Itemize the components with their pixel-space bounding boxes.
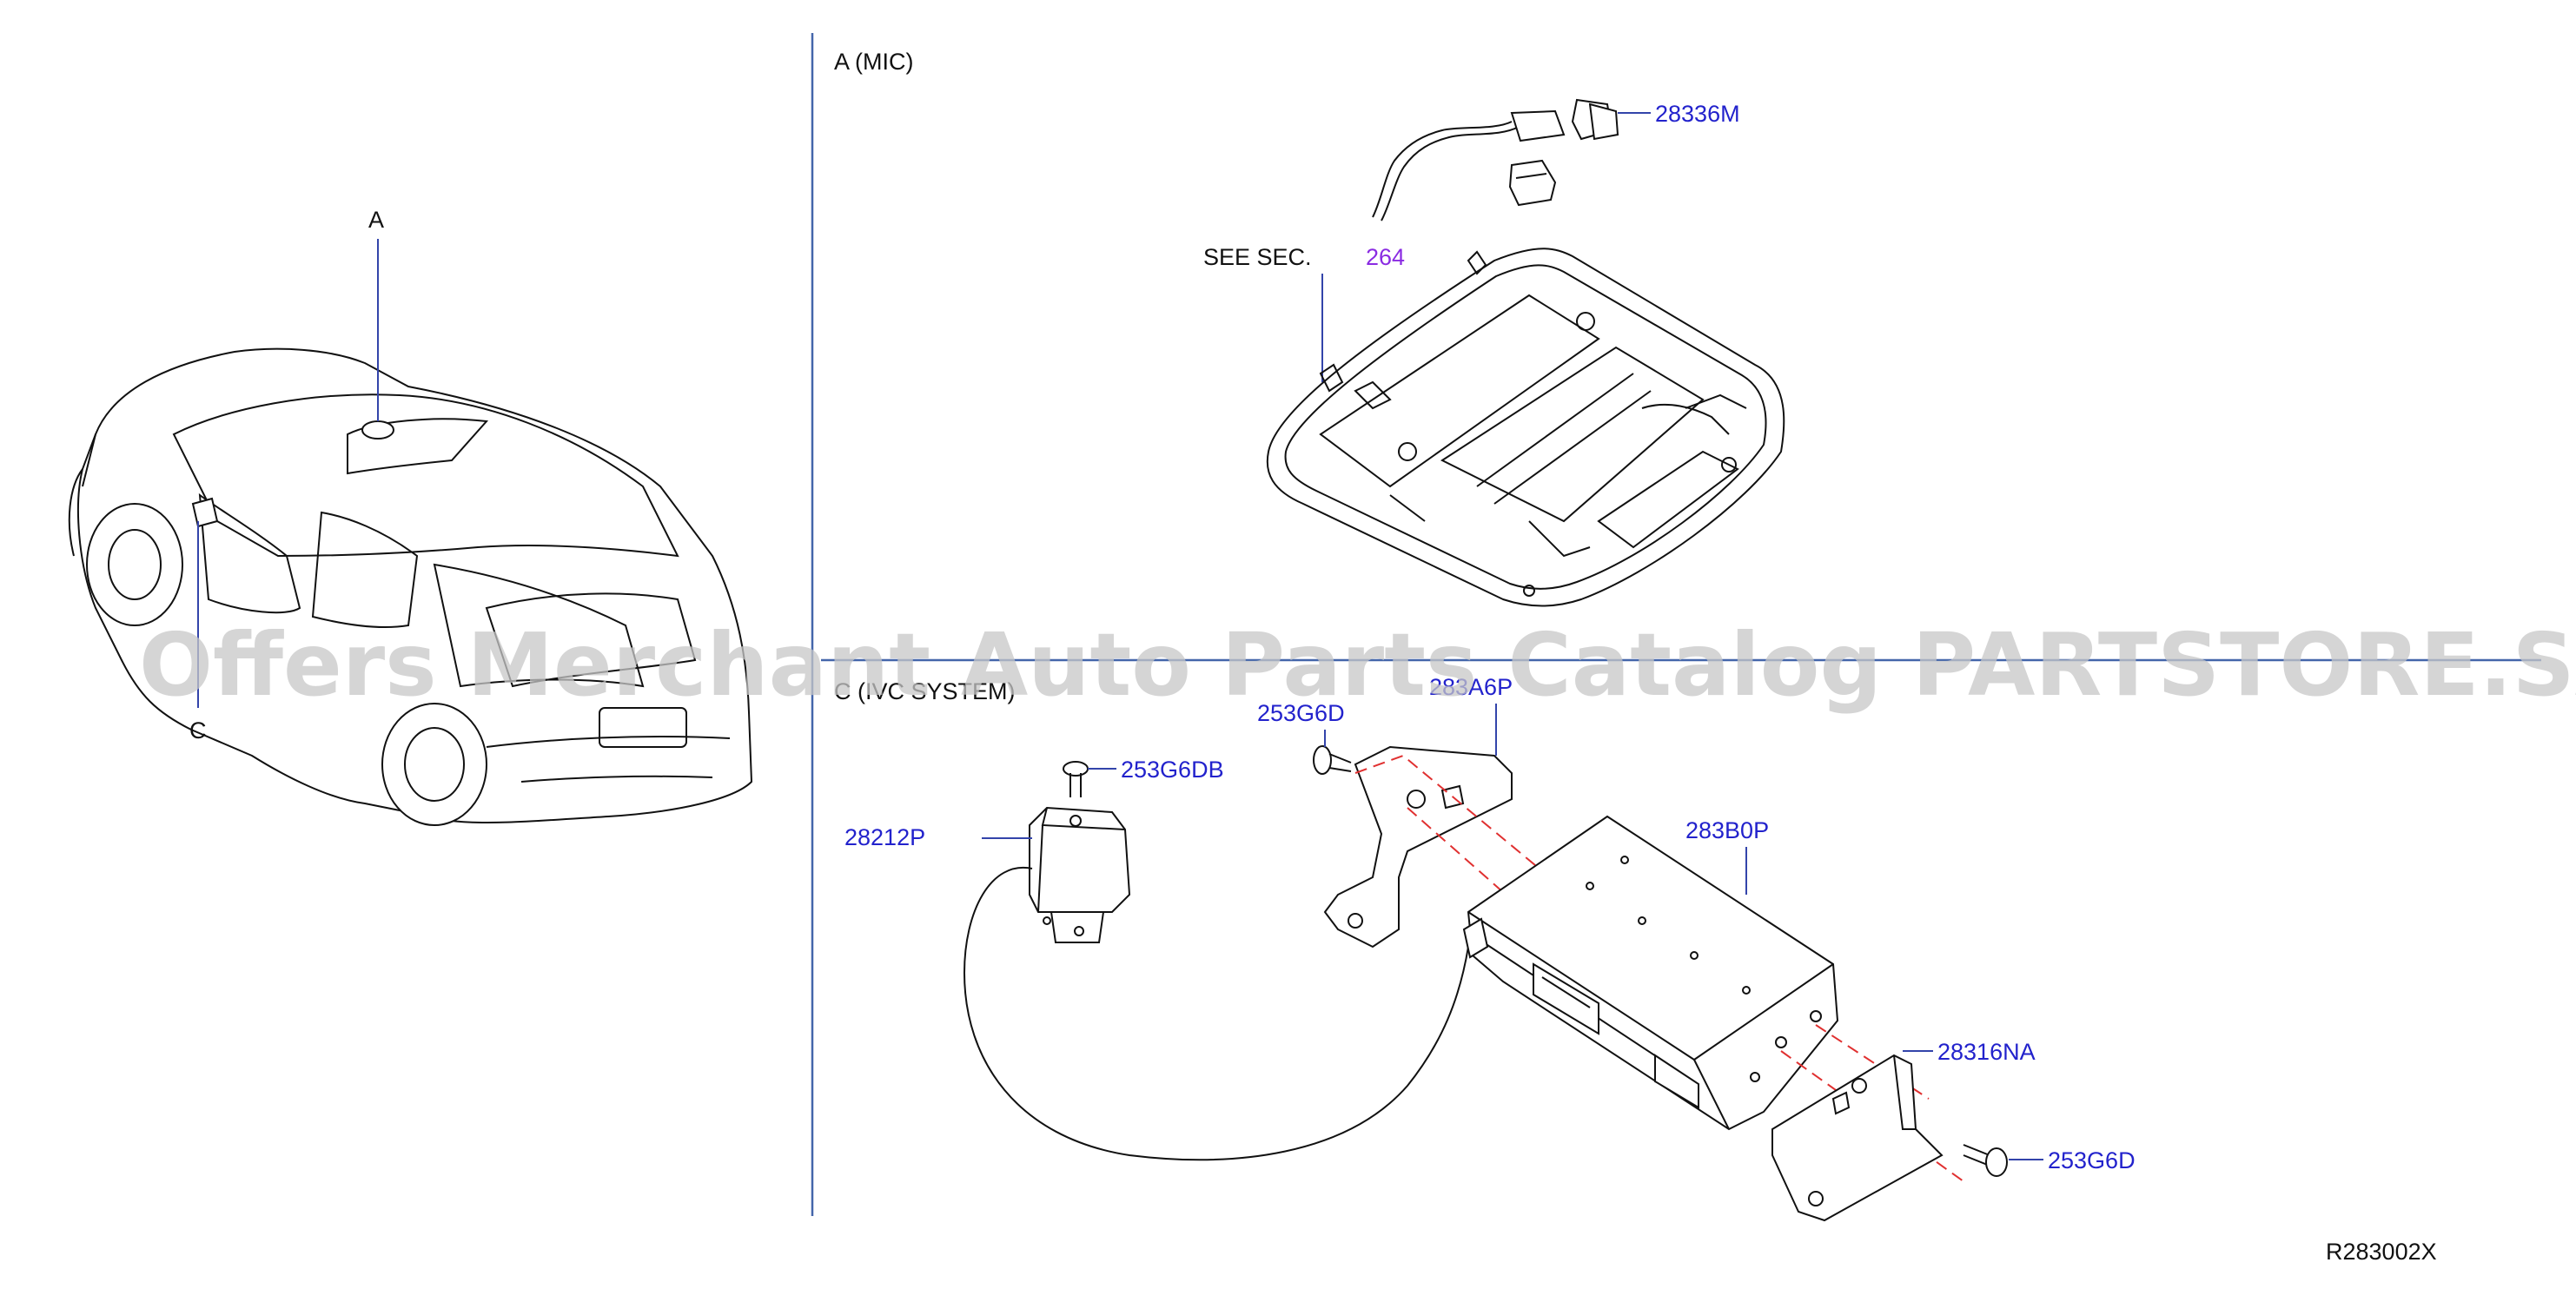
part-253G6D-bottom-label: 253G6D [2048,1147,2136,1173]
camera-cable [963,866,1469,1161]
watermark-text: Offers Merchant Auto Parts Catalog PARTS… [139,614,2576,716]
section-c-title: C (IVC SYSTEM) [834,678,1016,704]
bracket-screw-top [1313,745,1352,775]
part-28316NA-label: 28316NA [1937,1039,2036,1065]
guide-line-bottom-2 [1815,1024,1930,1100]
camera-part [1029,806,1131,943]
part-28212P-label: 28212P [844,824,925,850]
part-28336M-label: 28336M [1655,101,1740,127]
part-283B0P-label: 283B0P [1685,817,1769,843]
see-sec-number: 264 [1366,244,1405,270]
part-253G6DB-label: 253G6DB [1121,757,1224,783]
part-253G6D-top-label: 253G6D [1257,700,1345,726]
top-bracket [1323,745,1513,949]
camera-location-marker [191,497,219,528]
mic-location-marker [361,420,394,440]
part-283A6P-label: 283A6P [1429,674,1513,700]
section-a-title: A (MIC) [834,49,914,75]
ivc-control-unit [1462,815,1839,1131]
camera-screw [1063,761,1089,797]
callout-a-label: A [368,207,384,233]
see-sec-label: SEE SEC. [1203,244,1312,270]
vehicle-illustration [68,347,753,826]
bottom-bracket [1771,1054,1944,1222]
diagram-code: R283002X [2326,1239,2437,1265]
overhead-console [1266,248,1785,607]
bracket-screw-bottom [1963,1144,2008,1177]
callout-c-label: C [189,717,207,744]
mic-part [1372,98,1619,221]
